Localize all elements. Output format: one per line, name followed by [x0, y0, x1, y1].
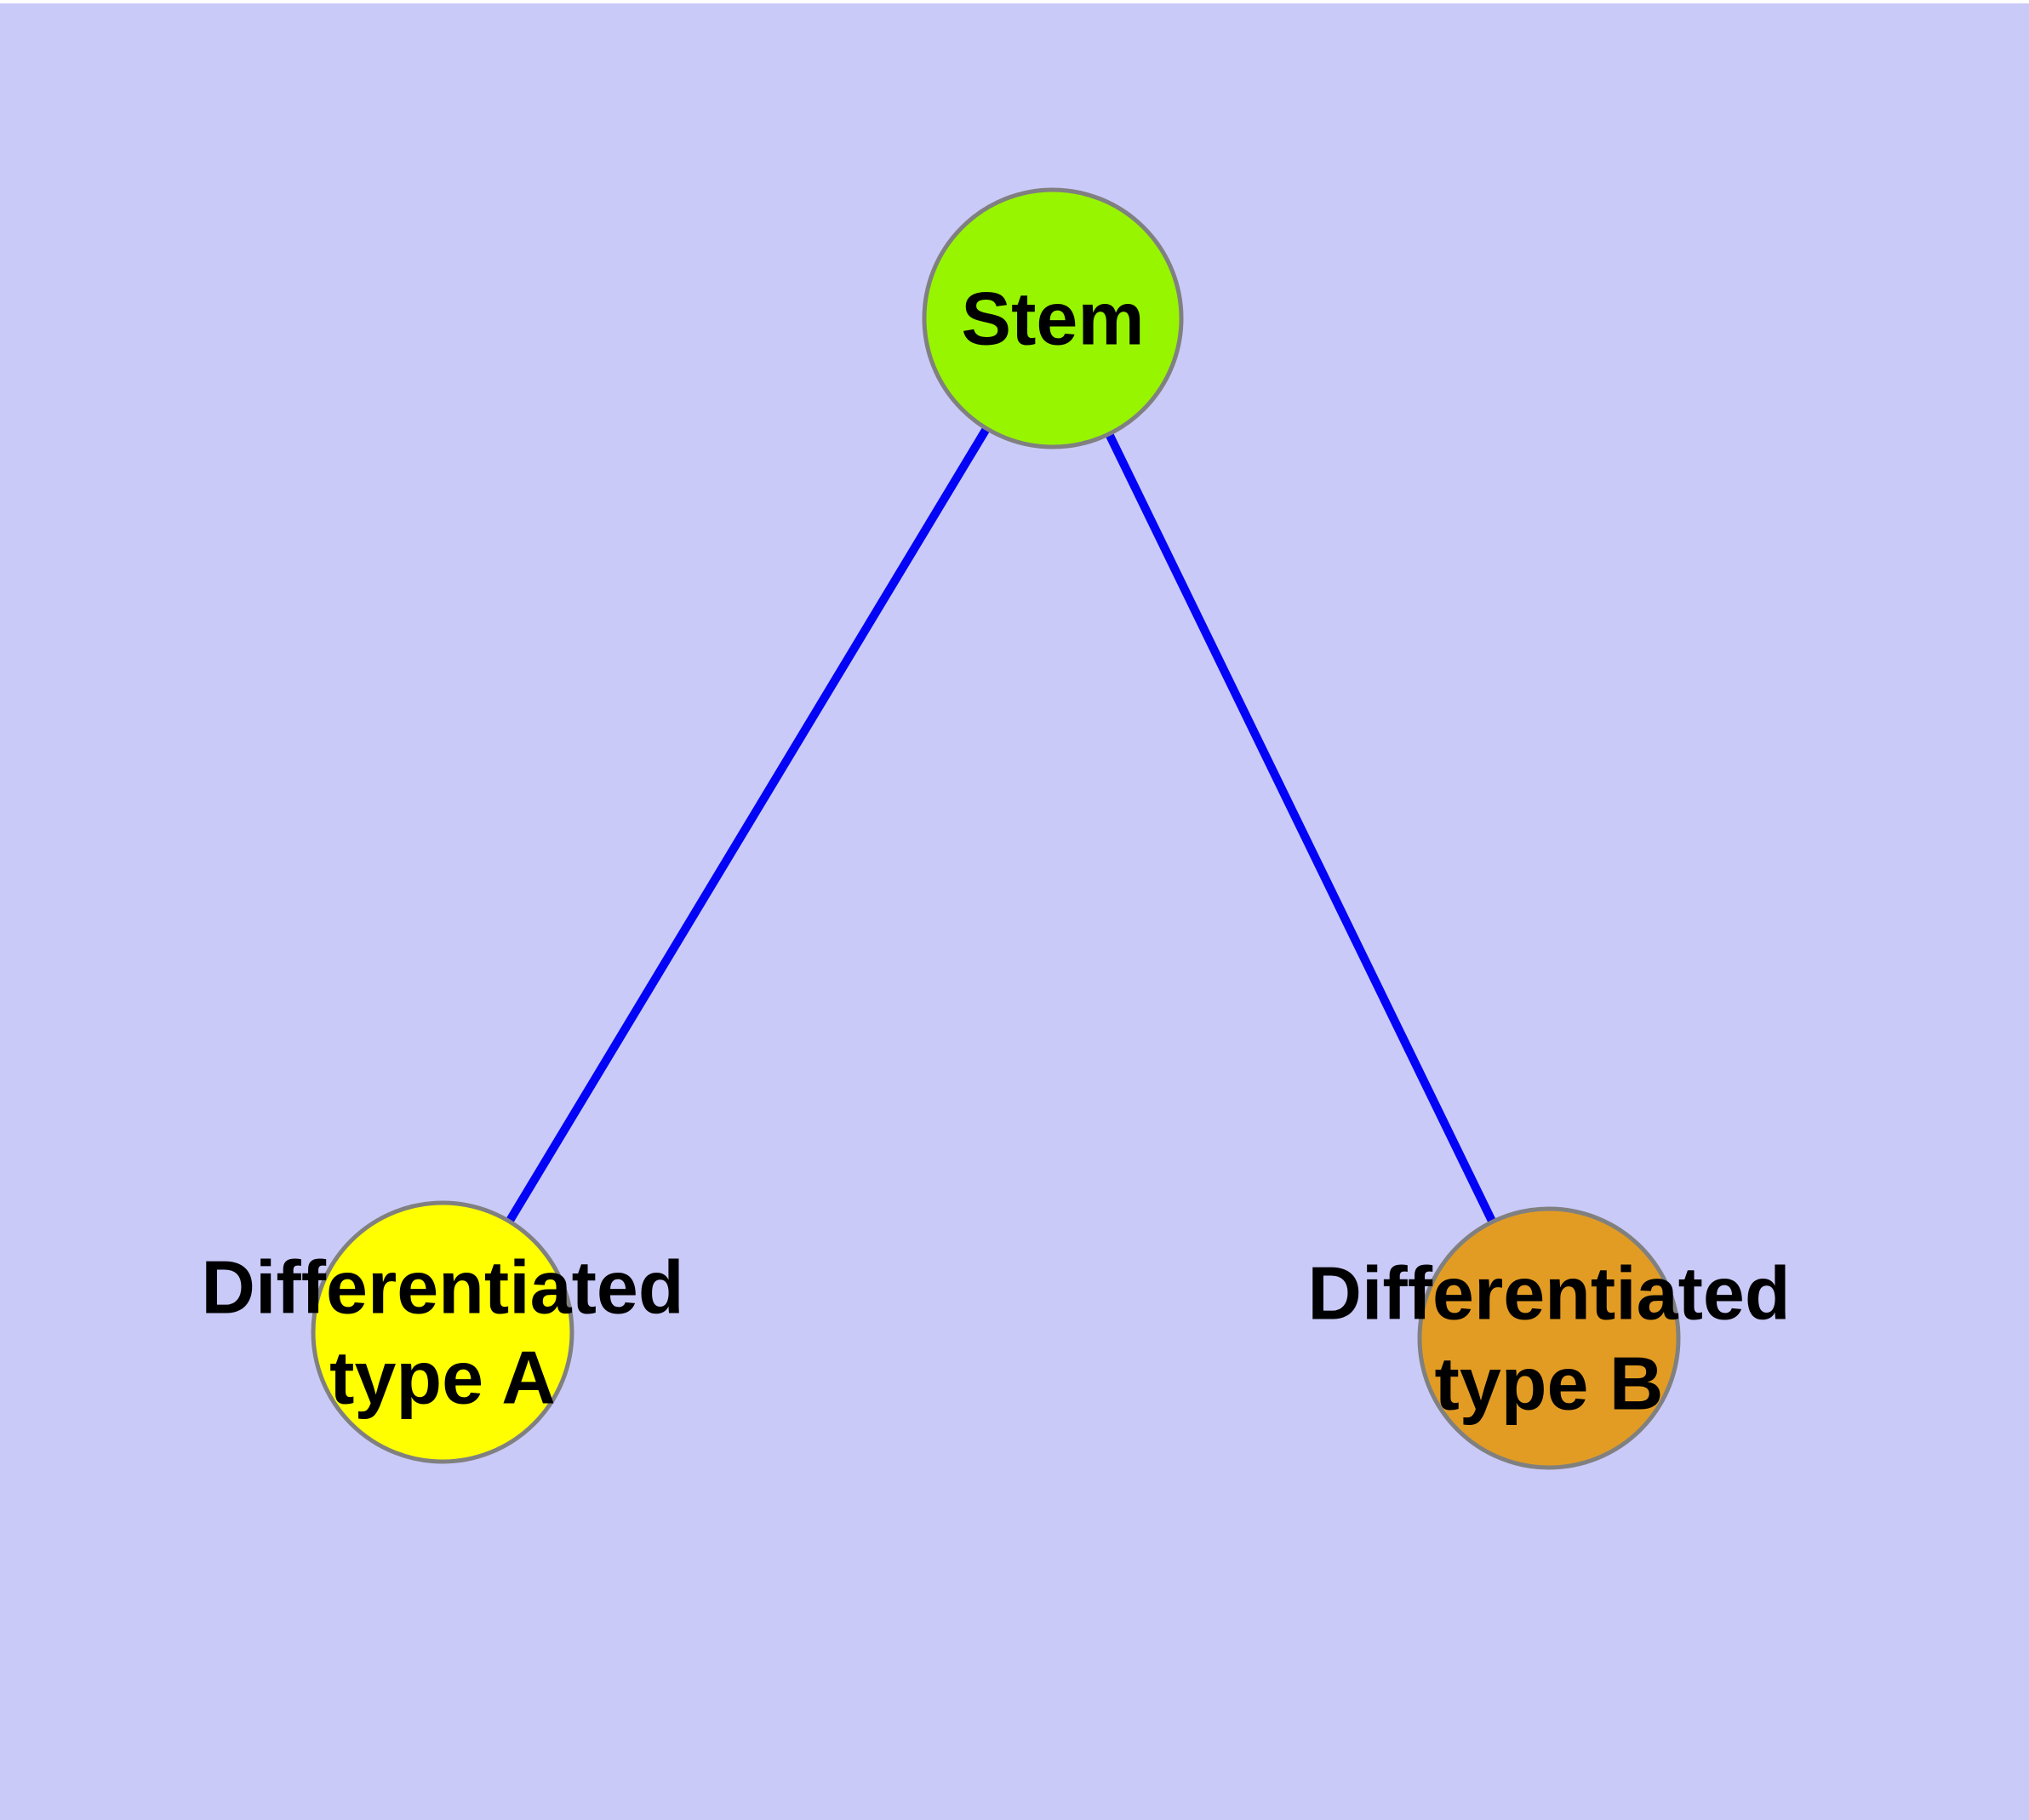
edges-layer: [438, 316, 1553, 1341]
node-label-differentiated-type-b-line-2: type B: [1435, 1342, 1664, 1426]
node-circle-stem: [922, 187, 1184, 449]
node-circle-differentiated-type-a: [311, 1200, 574, 1464]
node-circle-differentiated-type-b: [1417, 1206, 1681, 1470]
edge-stem-to-differentiated-type-a: [438, 316, 1057, 1335]
edge-stem-to-differentiated-type-b: [1049, 316, 1553, 1341]
node-stem: Stem: [922, 187, 1184, 449]
node-label-stem-line-1: Stem: [961, 277, 1144, 361]
node-label-differentiated-type-a-line-1: Differentiated: [201, 1245, 683, 1330]
node-label-differentiated-type-b-line-1: Differentiated: [1307, 1251, 1790, 1336]
top-margin: [0, 0, 2029, 3]
node-label-differentiated-type-a-line-2: type A: [329, 1336, 556, 1420]
